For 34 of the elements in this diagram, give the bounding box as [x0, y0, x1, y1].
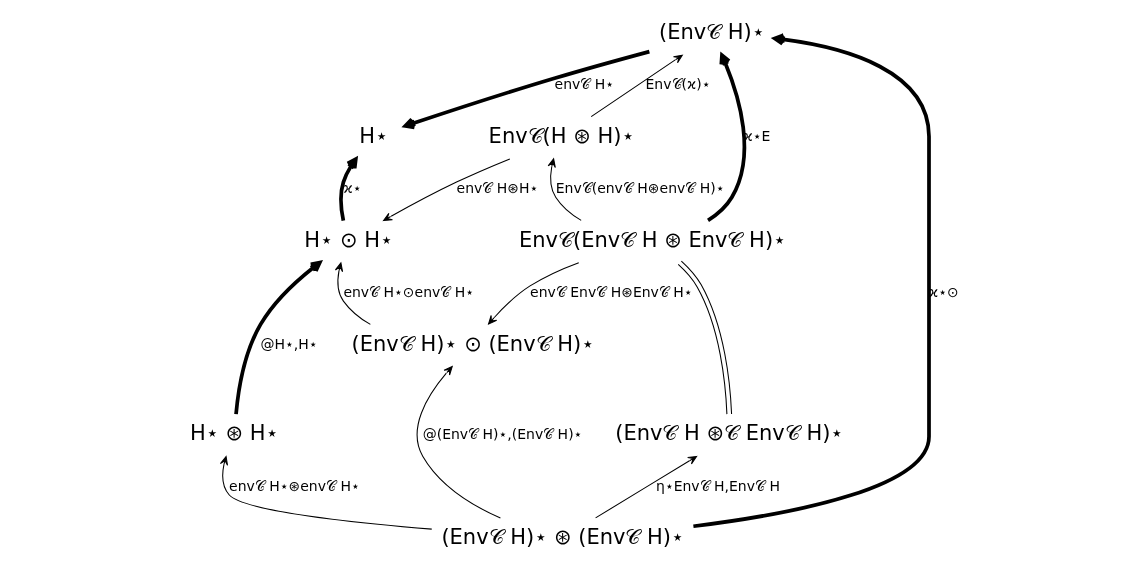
node-text: (Env𝒞 H)⋆ — [658, 20, 765, 45]
arrow — [594, 455, 697, 519]
edge-label: env𝒞 H⋆ — [554, 76, 614, 93]
edge-label: env𝒞 H⊛H⋆ — [456, 180, 538, 197]
node-text: H⋆ ⊛ H⋆ — [189, 421, 279, 446]
edge-label: @(Env𝒞 H)⋆,(Env𝒞 H)⋆ — [422, 425, 582, 442]
arrow — [402, 49, 650, 130]
arrow — [692, 33, 931, 529]
edge-label: Env𝒞(env𝒞 H⊛env𝒞 H)⋆ — [555, 180, 724, 197]
arrow — [547, 158, 582, 221]
edge-label: Env𝒞(ϰ)⋆ — [645, 76, 710, 93]
node-text: (Env𝒞 H)⋆ ⊙ (Env𝒞 H)⋆ — [351, 331, 594, 356]
edge-label: ϰ⋆ — [342, 180, 361, 197]
arrow — [416, 366, 501, 519]
node-text: H⋆ ⊙ H⋆ — [303, 227, 393, 252]
arrow — [382, 158, 510, 222]
edge-label: env𝒞 H⋆⊙env𝒞 H⋆ — [342, 284, 474, 301]
edge-label: env𝒞 Env𝒞 H⊛Env𝒞 H⋆ — [529, 284, 693, 301]
connector — [677, 260, 732, 415]
edge-label: η⋆Env𝒞 H,Env𝒞 H — [655, 477, 780, 494]
node-text: (Env𝒞 H ⊛𝒞 Env𝒞 H)⋆ — [614, 421, 843, 446]
arrow — [338, 157, 358, 221]
edge-label: env𝒞 H⋆⊛env𝒞 H⋆ — [228, 477, 360, 494]
node-text: Env𝒞(Env𝒞 H ⊛ Env𝒞 H)⋆ — [518, 227, 786, 252]
arrow — [334, 262, 371, 325]
edge-label: @H⋆,H⋆ — [260, 336, 318, 353]
arrow — [706, 53, 746, 222]
node-text: H⋆ — [358, 123, 388, 148]
arrow — [219, 456, 432, 530]
arrow — [590, 54, 683, 118]
arrow — [233, 260, 322, 415]
node-text: Env𝒞(H ⊛ H)⋆ — [488, 123, 635, 148]
arrow — [487, 262, 579, 325]
node-text: (Env𝒞 H)⋆ ⊛ (Env𝒞 H)⋆ — [440, 525, 684, 550]
